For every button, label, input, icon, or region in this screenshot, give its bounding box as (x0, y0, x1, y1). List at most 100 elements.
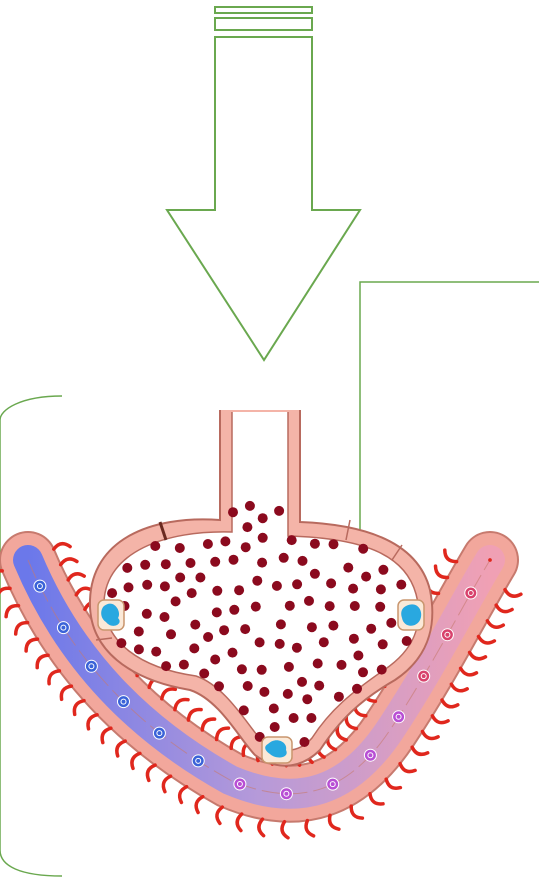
particle (361, 572, 371, 582)
cilium (0, 588, 10, 599)
cilium (423, 732, 439, 739)
cilium (282, 822, 288, 838)
particle (234, 585, 244, 595)
particle (257, 665, 267, 675)
particle (228, 648, 238, 658)
particle (297, 677, 307, 687)
cilium (470, 652, 486, 658)
cilium (487, 621, 503, 627)
cilium (436, 566, 448, 577)
macrophage-left (98, 600, 124, 630)
cilium (37, 655, 48, 667)
cilium (175, 700, 188, 710)
particle (287, 535, 297, 545)
particle (272, 581, 282, 591)
cilium (370, 794, 383, 804)
cilium (117, 741, 125, 756)
particle (107, 588, 117, 598)
particle (285, 601, 295, 611)
particle (252, 576, 262, 586)
particle (160, 581, 170, 591)
particle (259, 687, 269, 697)
particle (319, 637, 329, 647)
particle (329, 539, 339, 549)
cilium (26, 639, 37, 651)
cilium (61, 686, 71, 699)
particle (386, 618, 396, 628)
particle (304, 596, 314, 606)
particle (187, 588, 197, 598)
particle (171, 596, 181, 606)
cilium (102, 728, 111, 742)
red-blood-cell (57, 622, 69, 634)
particle (122, 563, 132, 573)
particle (358, 667, 368, 677)
cilium (386, 779, 400, 788)
particle (279, 553, 289, 563)
particle (195, 573, 205, 583)
particle (255, 637, 265, 647)
particle (134, 627, 144, 637)
particle (284, 662, 294, 672)
cilium (54, 544, 70, 549)
particle (161, 661, 171, 671)
cilium (132, 753, 140, 768)
cilium (217, 728, 229, 739)
particle (376, 584, 386, 594)
particle (334, 692, 344, 702)
cilium (346, 716, 356, 729)
particle (274, 506, 284, 516)
particle (402, 636, 412, 646)
cilium (496, 605, 512, 612)
red-blood-cell (153, 727, 165, 739)
cilium (351, 806, 362, 818)
red-blood-cell (118, 696, 130, 708)
cilium (49, 671, 59, 684)
particle (214, 681, 224, 691)
cilium (162, 689, 176, 699)
particle (310, 569, 320, 579)
cilium (61, 559, 77, 565)
particle (116, 638, 126, 648)
particle (269, 704, 279, 714)
cilium (202, 719, 214, 730)
particle (142, 609, 152, 619)
particle (289, 713, 299, 723)
red-blood-cell (85, 660, 97, 672)
particle (160, 612, 170, 622)
particle (175, 543, 185, 553)
particle (228, 507, 238, 517)
particle (299, 737, 309, 747)
particle (258, 513, 268, 523)
particle (337, 660, 347, 670)
particle (203, 632, 213, 642)
particle (325, 601, 335, 611)
cilium (163, 776, 170, 792)
particle (358, 544, 368, 554)
particle (302, 694, 312, 704)
particle (343, 563, 353, 573)
red-blood-cell (34, 580, 46, 592)
particle (378, 639, 388, 649)
particle (166, 629, 176, 639)
cilium (217, 807, 222, 823)
particle (134, 644, 144, 654)
particle (212, 586, 222, 596)
particle (245, 501, 255, 511)
particle (219, 625, 229, 635)
arrow-cap-line-bottom (215, 18, 312, 30)
particle (189, 643, 199, 653)
particle (220, 536, 230, 546)
red-blood-cell (234, 778, 246, 790)
particle (349, 634, 359, 644)
macrophage-right (398, 600, 424, 630)
particle (210, 557, 220, 567)
red-blood-cell (441, 629, 453, 641)
cilium (74, 701, 84, 715)
particle (212, 607, 222, 617)
particle (353, 651, 363, 661)
particle (378, 565, 388, 575)
cilium (16, 623, 28, 634)
particle (283, 689, 293, 699)
particle (326, 578, 336, 588)
